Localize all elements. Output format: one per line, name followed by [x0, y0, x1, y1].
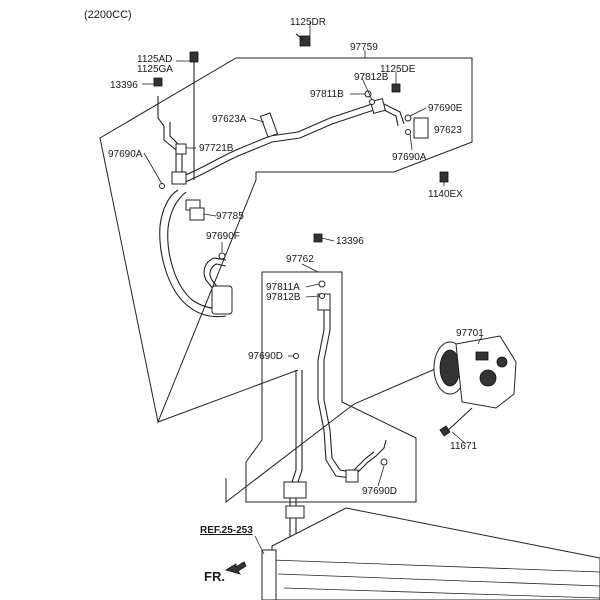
bracket-97623: [413, 117, 429, 139]
part-label-97690f: 97690F: [206, 231, 240, 242]
part-label-97701: 97701: [456, 328, 484, 339]
part-label-1125ga: 1125GA: [137, 64, 173, 75]
hose-loop-97690f: [203, 257, 227, 291]
part-label-1125ad: 1125AD: [137, 54, 172, 65]
part-label-97762: 97762: [286, 254, 314, 265]
o-ring-97690f: [218, 252, 226, 260]
nut-13396-top: [153, 77, 163, 87]
condenser-pipe: [283, 370, 307, 540]
o-ring-97812b-mid: [319, 293, 325, 299]
condenser-pipe-fitting: [283, 481, 307, 499]
bolt-1125de: [391, 83, 401, 93]
valve-fitting-97721b: [175, 143, 187, 155]
compressor-guide-line: [225, 359, 457, 504]
front-arrow-icon: [225, 561, 247, 575]
part-label-97690a-left: 97690A: [108, 149, 143, 160]
condenser-pipe-fitting-2: [285, 505, 305, 519]
suction-hose: [157, 96, 405, 318]
o-ring-97690d-right: [380, 458, 388, 466]
part-label-97690a-right: 97690A: [392, 152, 427, 163]
hose-block-fitting: [171, 171, 187, 185]
compressor: [433, 335, 517, 409]
part-label-97690d-left: 97690D: [248, 351, 283, 362]
condenser: [261, 507, 600, 600]
part-label-13396-mid: 13396: [336, 236, 364, 247]
bolt-1140ex: [439, 171, 449, 183]
condenser-tank: [261, 549, 277, 600]
part-label-13396-top: 13396: [110, 80, 138, 91]
o-ring-97690a-right: [405, 129, 411, 135]
part-label-97623: 97623: [434, 125, 462, 136]
hose-clip-97623a: [259, 112, 279, 138]
discharge-hose: [317, 293, 387, 483]
part-label-97721b: 97721B: [199, 143, 234, 154]
part-label-97623a: 97623A: [212, 114, 247, 125]
part-label-97811b: 97811B: [310, 89, 344, 100]
valve-97785: [189, 207, 205, 221]
leader-lines: [142, 22, 483, 555]
accumulator-fitting: [211, 285, 233, 315]
bolt-1125ad: [189, 51, 199, 63]
part-label-11671: 11671: [450, 441, 478, 452]
part-label-97759: 97759: [350, 42, 378, 53]
compressor-guide-line-2: [157, 369, 299, 423]
part-label-97812b-mid: 97812B: [266, 292, 301, 303]
bolt-1125dr: [299, 35, 311, 47]
part-label-97690d-right: 97690D: [362, 486, 397, 497]
discharge-hose-group-frame: [245, 271, 417, 503]
part-label-97811a: 97811A: [266, 282, 300, 293]
part-label-97785: 97785: [216, 211, 244, 222]
part-label-97690e: 97690E: [428, 103, 463, 114]
front-direction-label: FR.: [204, 569, 225, 584]
part-label-1125de: 1125DE: [380, 64, 416, 75]
o-ring-97811a: [318, 280, 326, 288]
o-ring-97690a-left: [159, 183, 165, 189]
part-label-1125dr: 1125DR: [290, 17, 326, 28]
o-ring-97690e: [404, 114, 412, 122]
discharge-lower-fitting: [345, 469, 359, 483]
suction-hose-group-frame: [99, 57, 473, 424]
o-ring-97812b-top: [369, 99, 375, 105]
nut-13396-mid: [313, 233, 323, 243]
engine-label: (2200CC): [84, 9, 132, 21]
part-label-1140ex: 1140EX: [428, 189, 463, 200]
part-label-97812b-top: 97812B: [354, 72, 389, 83]
o-ring-97690d-left: [293, 353, 299, 359]
ref-label[interactable]: REF.25-253: [200, 525, 253, 536]
